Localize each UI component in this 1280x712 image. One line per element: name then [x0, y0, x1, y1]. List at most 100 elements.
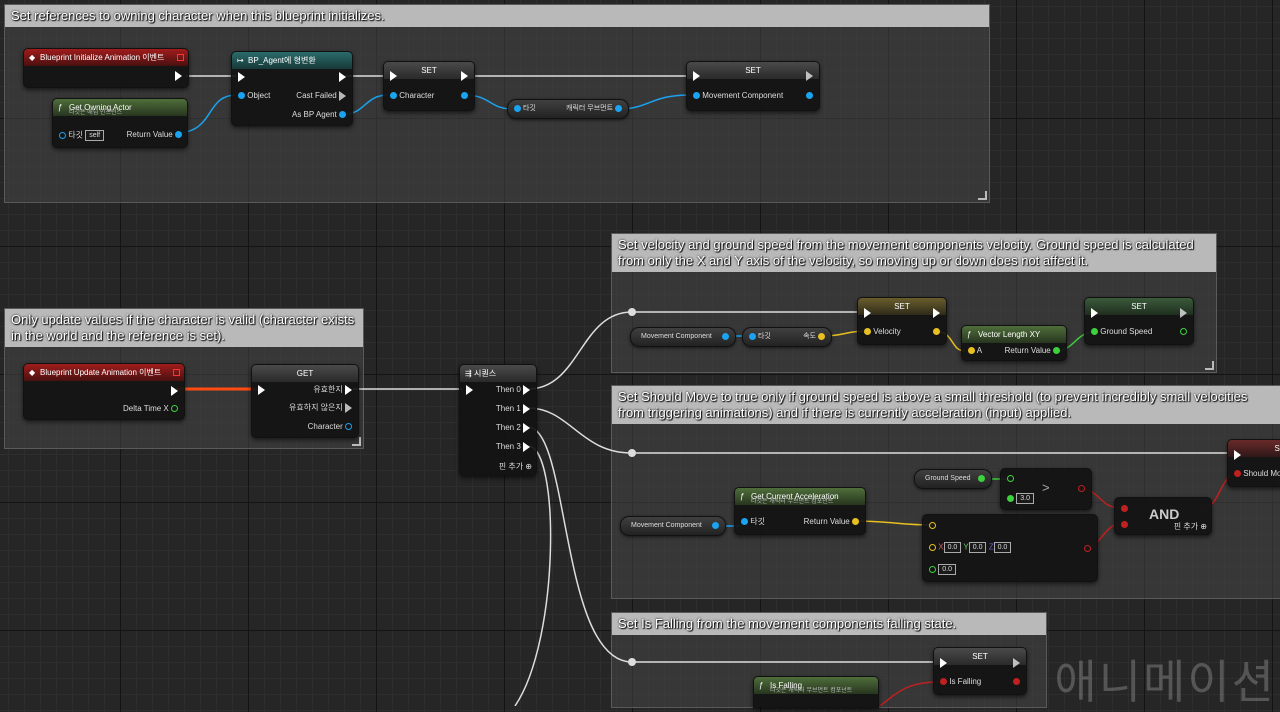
get-character-validated-node[interactable]: GET 유효한지 유효하지 않은지 Character	[251, 364, 359, 438]
greater-than-node[interactable]: 3.0 >	[1000, 468, 1092, 510]
delegate-pin[interactable]	[173, 369, 180, 376]
cmc-out-pin[interactable]: 캐릭터 무브먼트	[566, 100, 622, 118]
exec-out-pin[interactable]	[171, 386, 178, 396]
velocity-out-pin[interactable]: 속도	[803, 328, 825, 346]
resize-handle[interactable]	[978, 191, 987, 200]
a-pin[interactable]	[1007, 474, 1014, 484]
resize-handle[interactable]	[352, 437, 361, 446]
exec-out-pin[interactable]	[339, 72, 346, 82]
mc-out-pin[interactable]	[722, 328, 729, 346]
resize-handle[interactable]	[1205, 361, 1214, 370]
ground-speed-pin[interactable]: Ground Speed	[1091, 327, 1152, 337]
then-1-pin[interactable]: Then 1	[496, 404, 530, 414]
a-pin[interactable]	[929, 521, 936, 531]
cast-to-bp-agent-node[interactable]: ↦BP_Agent에 형변환 Object Cast Failed As BP …	[231, 51, 353, 126]
is-not-valid-pin[interactable]: 유효하지 않은지	[289, 403, 352, 413]
event-update-animation[interactable]: ◆Blueprint Update Animation 이벤트 Delta Ti…	[23, 363, 185, 420]
delegate-pin[interactable]	[177, 54, 184, 61]
threshold-value[interactable]: 3.0	[1016, 493, 1034, 504]
target-pin[interactable]: 타깃	[749, 328, 771, 346]
then-0-pin[interactable]: Then 0	[496, 385, 530, 395]
character-movement-getter[interactable]: 타깃 캐릭터 무브먼트	[507, 99, 629, 119]
exec-in-pin[interactable]	[693, 71, 700, 81]
character-out-pin[interactable]: Character	[308, 422, 352, 432]
is-falling-out-pin[interactable]	[1013, 677, 1020, 687]
exec-out-pin[interactable]	[1180, 308, 1187, 318]
target-pin[interactable]: 타깃	[741, 517, 765, 527]
exec-out-pin[interactable]	[1013, 658, 1020, 668]
exec-in-pin[interactable]	[1234, 450, 1241, 460]
movement-component-getter[interactable]: Movement Component	[630, 327, 736, 347]
exec-in-pin[interactable]	[258, 385, 265, 395]
result-pin[interactable]	[1078, 484, 1085, 494]
exec-in-pin[interactable]	[466, 385, 473, 395]
z-value[interactable]: 0.0	[993, 542, 1012, 553]
result-pin[interactable]	[1084, 544, 1091, 554]
set-character-node[interactable]: SET Character	[383, 61, 475, 111]
event-initialize-animation[interactable]: ◆Blueprint Initialize Animation 이벤트	[23, 48, 189, 88]
movement-component-out-pin[interactable]	[806, 91, 813, 101]
target-pin[interactable]: 타깃	[514, 100, 536, 118]
reroute-node[interactable]	[628, 308, 636, 316]
b-pin[interactable]	[1121, 520, 1128, 530]
exec-in-pin[interactable]	[1091, 308, 1098, 318]
delta-time-pin[interactable]: Delta Time X	[123, 404, 178, 414]
velocity-out-pin[interactable]	[933, 327, 940, 337]
character-pin[interactable]: Character	[390, 91, 434, 101]
velocity-getter[interactable]: 타깃 속도	[742, 327, 832, 347]
add-pin-button[interactable]: 핀 추가 ⊕	[1173, 522, 1207, 531]
set-velocity-node[interactable]: SET Velocity	[857, 297, 947, 345]
exec-in-pin[interactable]	[940, 658, 947, 668]
y-value[interactable]: 0.0	[968, 542, 987, 553]
target-pin[interactable]: 타깃 self	[59, 130, 105, 141]
return-value-pin[interactable]: Return Value	[127, 130, 182, 140]
exec-in-pin[interactable]	[864, 308, 871, 318]
a-pin[interactable]	[1121, 504, 1128, 514]
tolerance-pin[interactable]: 0.0	[929, 564, 956, 575]
ground-speed-out-pin[interactable]	[978, 470, 985, 488]
ground-speed-out-pin[interactable]	[1180, 327, 1187, 337]
then-3-pin[interactable]: Then 3	[496, 442, 530, 452]
ground-speed-getter[interactable]: Ground Speed	[914, 469, 992, 489]
should-move-pin[interactable]: Should Move	[1234, 469, 1280, 479]
mc-out-pin[interactable]	[712, 517, 719, 535]
sequence-node[interactable]: ⇶시퀀스 Then 0 Then 1 Then 2 Then 3 핀 추가 ⊕	[459, 364, 537, 476]
is-valid-pin[interactable]: 유효한지	[313, 385, 352, 395]
exec-out-pin[interactable]	[461, 71, 468, 81]
return-value-pin[interactable]: Return Value	[1005, 346, 1060, 356]
add-pin-button[interactable]: 핀 추가 ⊕	[498, 462, 532, 471]
exec-out-pin[interactable]	[806, 71, 813, 81]
set-is-falling-node[interactable]: SET Is Falling	[933, 647, 1027, 695]
exec-out-pin[interactable]	[175, 71, 182, 81]
self-value[interactable]: self	[85, 130, 105, 141]
tolerance-value[interactable]: 0.0	[938, 564, 956, 575]
movement-component-getter-2[interactable]: Movement Component	[620, 516, 726, 536]
set-ground-speed-node[interactable]: SET Ground Speed	[1084, 297, 1194, 345]
a-pin[interactable]: A	[968, 346, 982, 356]
object-pin[interactable]: Object	[238, 91, 270, 101]
exec-out-pin[interactable]	[933, 308, 940, 318]
character-out-pin[interactable]	[461, 91, 468, 101]
exec-in-pin[interactable]	[238, 72, 245, 82]
set-movement-component-node[interactable]: SET Movement Component	[686, 61, 820, 111]
cast-failed-pin[interactable]: Cast Failed	[296, 91, 346, 101]
reroute-node[interactable]	[628, 449, 636, 457]
reroute-node[interactable]	[628, 658, 636, 666]
is-falling-pin[interactable]: Is Falling	[940, 677, 981, 687]
exec-in-pin[interactable]	[390, 71, 397, 81]
and-boolean-node[interactable]: AND 핀 추가 ⊕	[1114, 497, 1212, 535]
x-value[interactable]: 0.0	[943, 542, 962, 553]
as-bp-agent-pin[interactable]: As BP Agent	[292, 110, 346, 120]
then-2-pin[interactable]: Then 2	[496, 423, 530, 433]
movement-component-pin[interactable]: Movement Component	[693, 91, 783, 101]
b-pin[interactable]: 3.0	[1007, 493, 1034, 504]
return-value-pin[interactable]: Return Value	[804, 517, 859, 527]
set-should-move-node[interactable]: SET Should Move	[1227, 439, 1280, 487]
velocity-pin[interactable]: Velocity	[864, 327, 901, 337]
